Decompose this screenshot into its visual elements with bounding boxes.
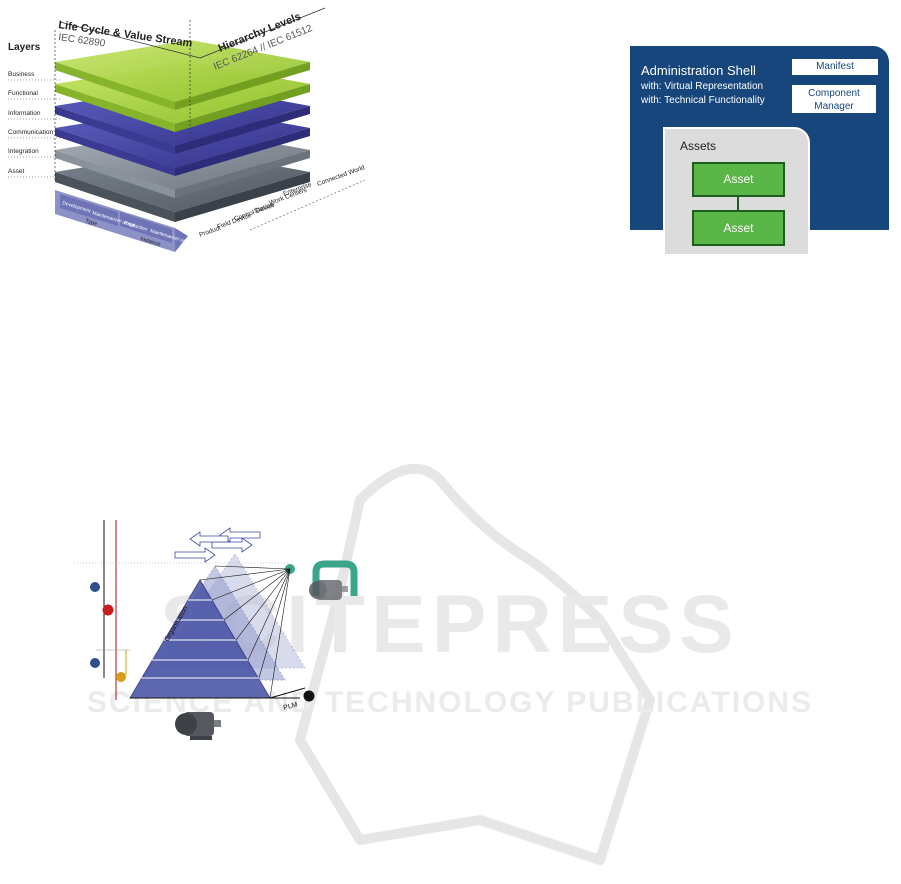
blue-dot-upper (90, 582, 100, 592)
plm-dot (303, 690, 315, 702)
asset-connector (737, 197, 739, 210)
layer-label-integration: Integration (8, 148, 39, 155)
shell-title: Administration Shell (641, 63, 756, 78)
manifest-box: Manifest (791, 58, 879, 76)
hierarchy-level-label: Product (198, 225, 222, 239)
arrow-left-icon (219, 527, 261, 543)
component-manager-box: Component Manager (791, 84, 877, 114)
rami-figure: Life Cycle & Value Stream IEC 62890 Hier… (0, 0, 380, 260)
assets-container: Assets Asset Asset (663, 127, 810, 256)
layer-label-functional: Functional (8, 90, 38, 97)
layer-label-communication: Communication (8, 129, 54, 136)
shell-technical-functionality: with: Technical Functionality (641, 95, 765, 106)
arrow-left-icon (189, 531, 229, 547)
layer-label-information: Information (8, 110, 41, 117)
red-dot (102, 604, 114, 616)
type-label: Type (84, 218, 97, 227)
layers-title: Layers (8, 42, 41, 53)
asset-box-2: Asset (692, 210, 785, 246)
gold-dot (116, 672, 126, 682)
asset-box-1: Asset (692, 162, 785, 197)
plm-label: PLM (283, 701, 299, 712)
instance-label: Instance (139, 236, 161, 248)
layer-label-asset: Asset (8, 168, 25, 175)
motor-icon (309, 580, 348, 600)
motor-icon (175, 712, 221, 740)
arrow-right-icon (174, 547, 216, 563)
arrow-right-icon (211, 537, 253, 553)
assets-title: Assets (680, 139, 717, 153)
plm-pyramid-figure: Organisation PLM (74, 520, 358, 740)
shell-frame-icon (312, 560, 358, 596)
layer-label-business: Business (8, 71, 35, 78)
hierarchy-level-label: Field Device (216, 212, 252, 231)
blue-dot-lower (90, 658, 100, 668)
hierarchy-level-label: Connected World (316, 164, 366, 188)
shell-virtual-representation: with: Virtual Representation (641, 81, 764, 92)
rami-cube-graphic: Life Cycle & Value Stream IEC 62890 Hier… (8, 7, 366, 252)
